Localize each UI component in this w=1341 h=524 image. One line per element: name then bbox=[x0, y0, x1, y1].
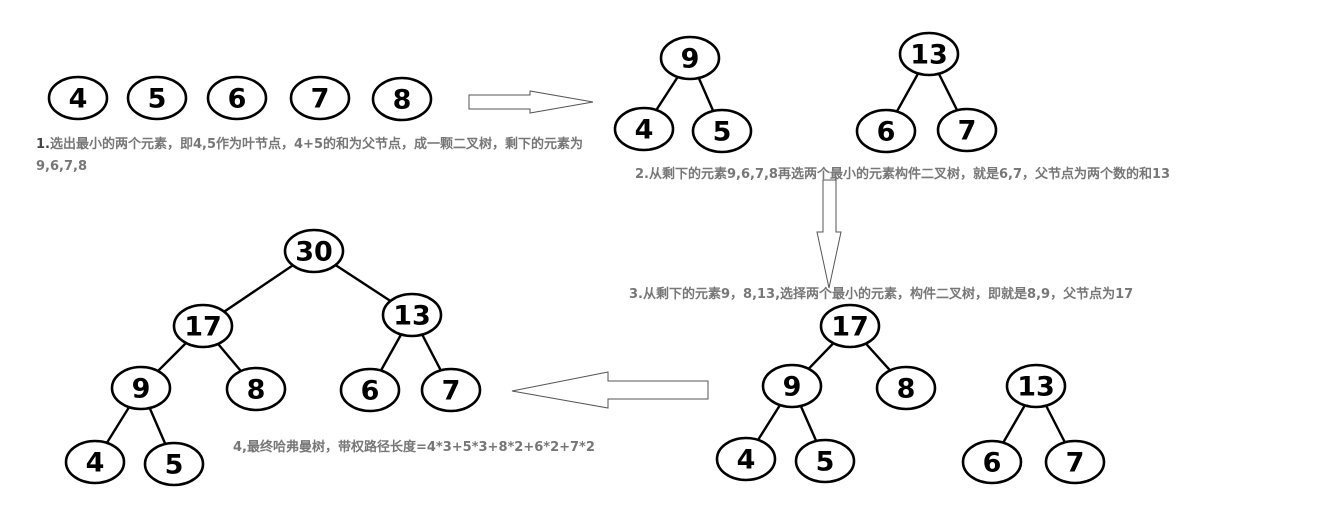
node-label: 9 bbox=[783, 372, 802, 403]
node-label: 4 bbox=[69, 84, 88, 115]
node-circle bbox=[420, 367, 482, 413]
node-circle bbox=[691, 108, 753, 154]
node-label: 5 bbox=[816, 447, 835, 478]
tree-node-s4-n6: 6 bbox=[339, 367, 401, 413]
node-circle bbox=[761, 363, 823, 409]
tree-node-s4-n30: 30 bbox=[283, 228, 345, 274]
node-label: 8 bbox=[247, 375, 266, 406]
tree-node-s4-n8: 8 bbox=[225, 366, 287, 412]
node-label: 7 bbox=[1066, 448, 1085, 479]
tree-node-s2-n9: 9 bbox=[659, 35, 721, 81]
step-1-text: 选出最小的两个元素，即4,5作为叶节点，4+5的和为父节点，成一颗二叉树，剩下的… bbox=[36, 137, 583, 174]
node-label: 5 bbox=[165, 450, 184, 481]
step-3-caption: 3.从剩下的元素9，8,13,选择两个最小的元素，构件二叉树，即就是8,9，父节… bbox=[629, 287, 1134, 302]
node-circle bbox=[1005, 363, 1067, 409]
node-circle bbox=[381, 292, 443, 338]
node-label: 4 bbox=[86, 448, 105, 479]
node-label: 5 bbox=[148, 84, 167, 115]
step-1-caption: 1.选出最小的两个元素，即4,5作为叶节点，4+5的和为父节点，成一颗二叉树，剩… bbox=[36, 134, 596, 178]
node-label: 13 bbox=[1017, 372, 1055, 403]
tree-node-s4-n4: 4 bbox=[64, 439, 126, 485]
node-circle bbox=[172, 303, 234, 349]
tree-node-s3-n4: 4 bbox=[715, 436, 777, 482]
tree-node-s2-n4: 4 bbox=[613, 106, 675, 152]
node-label: 17 bbox=[184, 312, 222, 343]
arrow-down-icon bbox=[816, 179, 842, 289]
node-circle bbox=[875, 365, 937, 411]
tree-node-s1-n4: 4 bbox=[47, 75, 109, 121]
tree-node-s1-n8: 8 bbox=[371, 76, 433, 122]
node-circle bbox=[855, 108, 917, 154]
tree-node-s3-n13: 13 bbox=[1005, 363, 1067, 409]
tree-node-s3-n17: 17 bbox=[819, 303, 881, 349]
node-label: 9 bbox=[681, 44, 700, 75]
node-label: 4 bbox=[635, 115, 654, 146]
step-4-caption: 4,最终哈弗曼树，带权路径长度=4*3+5*3+8*2+6*2+7*2 bbox=[233, 440, 595, 455]
tree-node-s1-n6: 6 bbox=[206, 75, 268, 121]
tree-node-s1-n5: 5 bbox=[126, 75, 188, 121]
node-circle bbox=[794, 438, 856, 484]
node-label: 13 bbox=[910, 40, 948, 71]
tree-node-s2-n6: 6 bbox=[855, 108, 917, 154]
tree-node-s4-n13: 13 bbox=[381, 292, 443, 338]
node-circle bbox=[225, 366, 287, 412]
node-label: 6 bbox=[983, 448, 1002, 479]
nodes-layer: 4 5 6 7 8 9 4 5 13 6 7 17 9 8 4 5 13 6 7 30 17 13 9 8 6 7 4 5 bbox=[47, 31, 1106, 487]
node-label: 7 bbox=[442, 376, 461, 407]
tree-node-s4-n17: 17 bbox=[172, 303, 234, 349]
tree-node-s4-n7: 7 bbox=[420, 367, 482, 413]
node-label: 6 bbox=[877, 117, 896, 148]
node-label: 8 bbox=[897, 374, 916, 405]
tree-node-s4-n5: 5 bbox=[143, 441, 205, 487]
tree-node-s3-n6: 6 bbox=[961, 439, 1023, 485]
node-circle bbox=[936, 107, 998, 153]
step-1-number: 1. bbox=[36, 137, 50, 152]
node-circle bbox=[64, 439, 126, 485]
node-label: 13 bbox=[393, 301, 431, 332]
tree-node-s3-n7: 7 bbox=[1044, 439, 1106, 485]
node-circle bbox=[819, 303, 881, 349]
node-label: 7 bbox=[958, 116, 977, 147]
node-circle bbox=[898, 31, 960, 77]
tree-node-s2-n5: 5 bbox=[691, 108, 753, 154]
node-label: 9 bbox=[132, 374, 151, 405]
tree-node-s3-n5: 5 bbox=[794, 438, 856, 484]
tree-node-s2-n13: 13 bbox=[898, 31, 960, 77]
arrow-left-icon bbox=[511, 371, 709, 409]
node-circle bbox=[206, 75, 268, 121]
node-label: 17 bbox=[831, 312, 869, 343]
tree-node-s3-n9: 9 bbox=[761, 363, 823, 409]
node-circle bbox=[47, 75, 109, 121]
node-label: 4 bbox=[737, 445, 756, 476]
node-circle bbox=[283, 228, 345, 274]
node-circle bbox=[371, 76, 433, 122]
node-label: 8 bbox=[393, 85, 412, 116]
node-circle bbox=[613, 106, 675, 152]
arrows-layer bbox=[468, 90, 842, 409]
tree-node-s3-n8: 8 bbox=[875, 365, 937, 411]
node-circle bbox=[715, 436, 777, 482]
arrow-right-icon bbox=[468, 90, 594, 114]
node-label: 6 bbox=[361, 376, 380, 407]
node-circle bbox=[289, 75, 351, 121]
node-circle bbox=[143, 441, 205, 487]
step-2-caption: 2.从剩下的元素9,6,7,8再选两个最小的元素构件二叉树，就是6,7，父节点为… bbox=[635, 167, 1171, 182]
node-circle bbox=[659, 35, 721, 81]
node-label: 30 bbox=[295, 237, 333, 268]
tree-node-s1-n7: 7 bbox=[289, 75, 351, 121]
tree-node-s4-n9: 9 bbox=[110, 365, 172, 411]
node-circle bbox=[110, 365, 172, 411]
tree-node-s2-n7: 7 bbox=[936, 107, 998, 153]
node-label: 5 bbox=[713, 117, 732, 148]
node-circle bbox=[126, 75, 188, 121]
node-label: 6 bbox=[228, 84, 247, 115]
node-circle bbox=[1044, 439, 1106, 485]
node-circle bbox=[339, 367, 401, 413]
node-label: 7 bbox=[311, 84, 330, 115]
node-circle bbox=[961, 439, 1023, 485]
